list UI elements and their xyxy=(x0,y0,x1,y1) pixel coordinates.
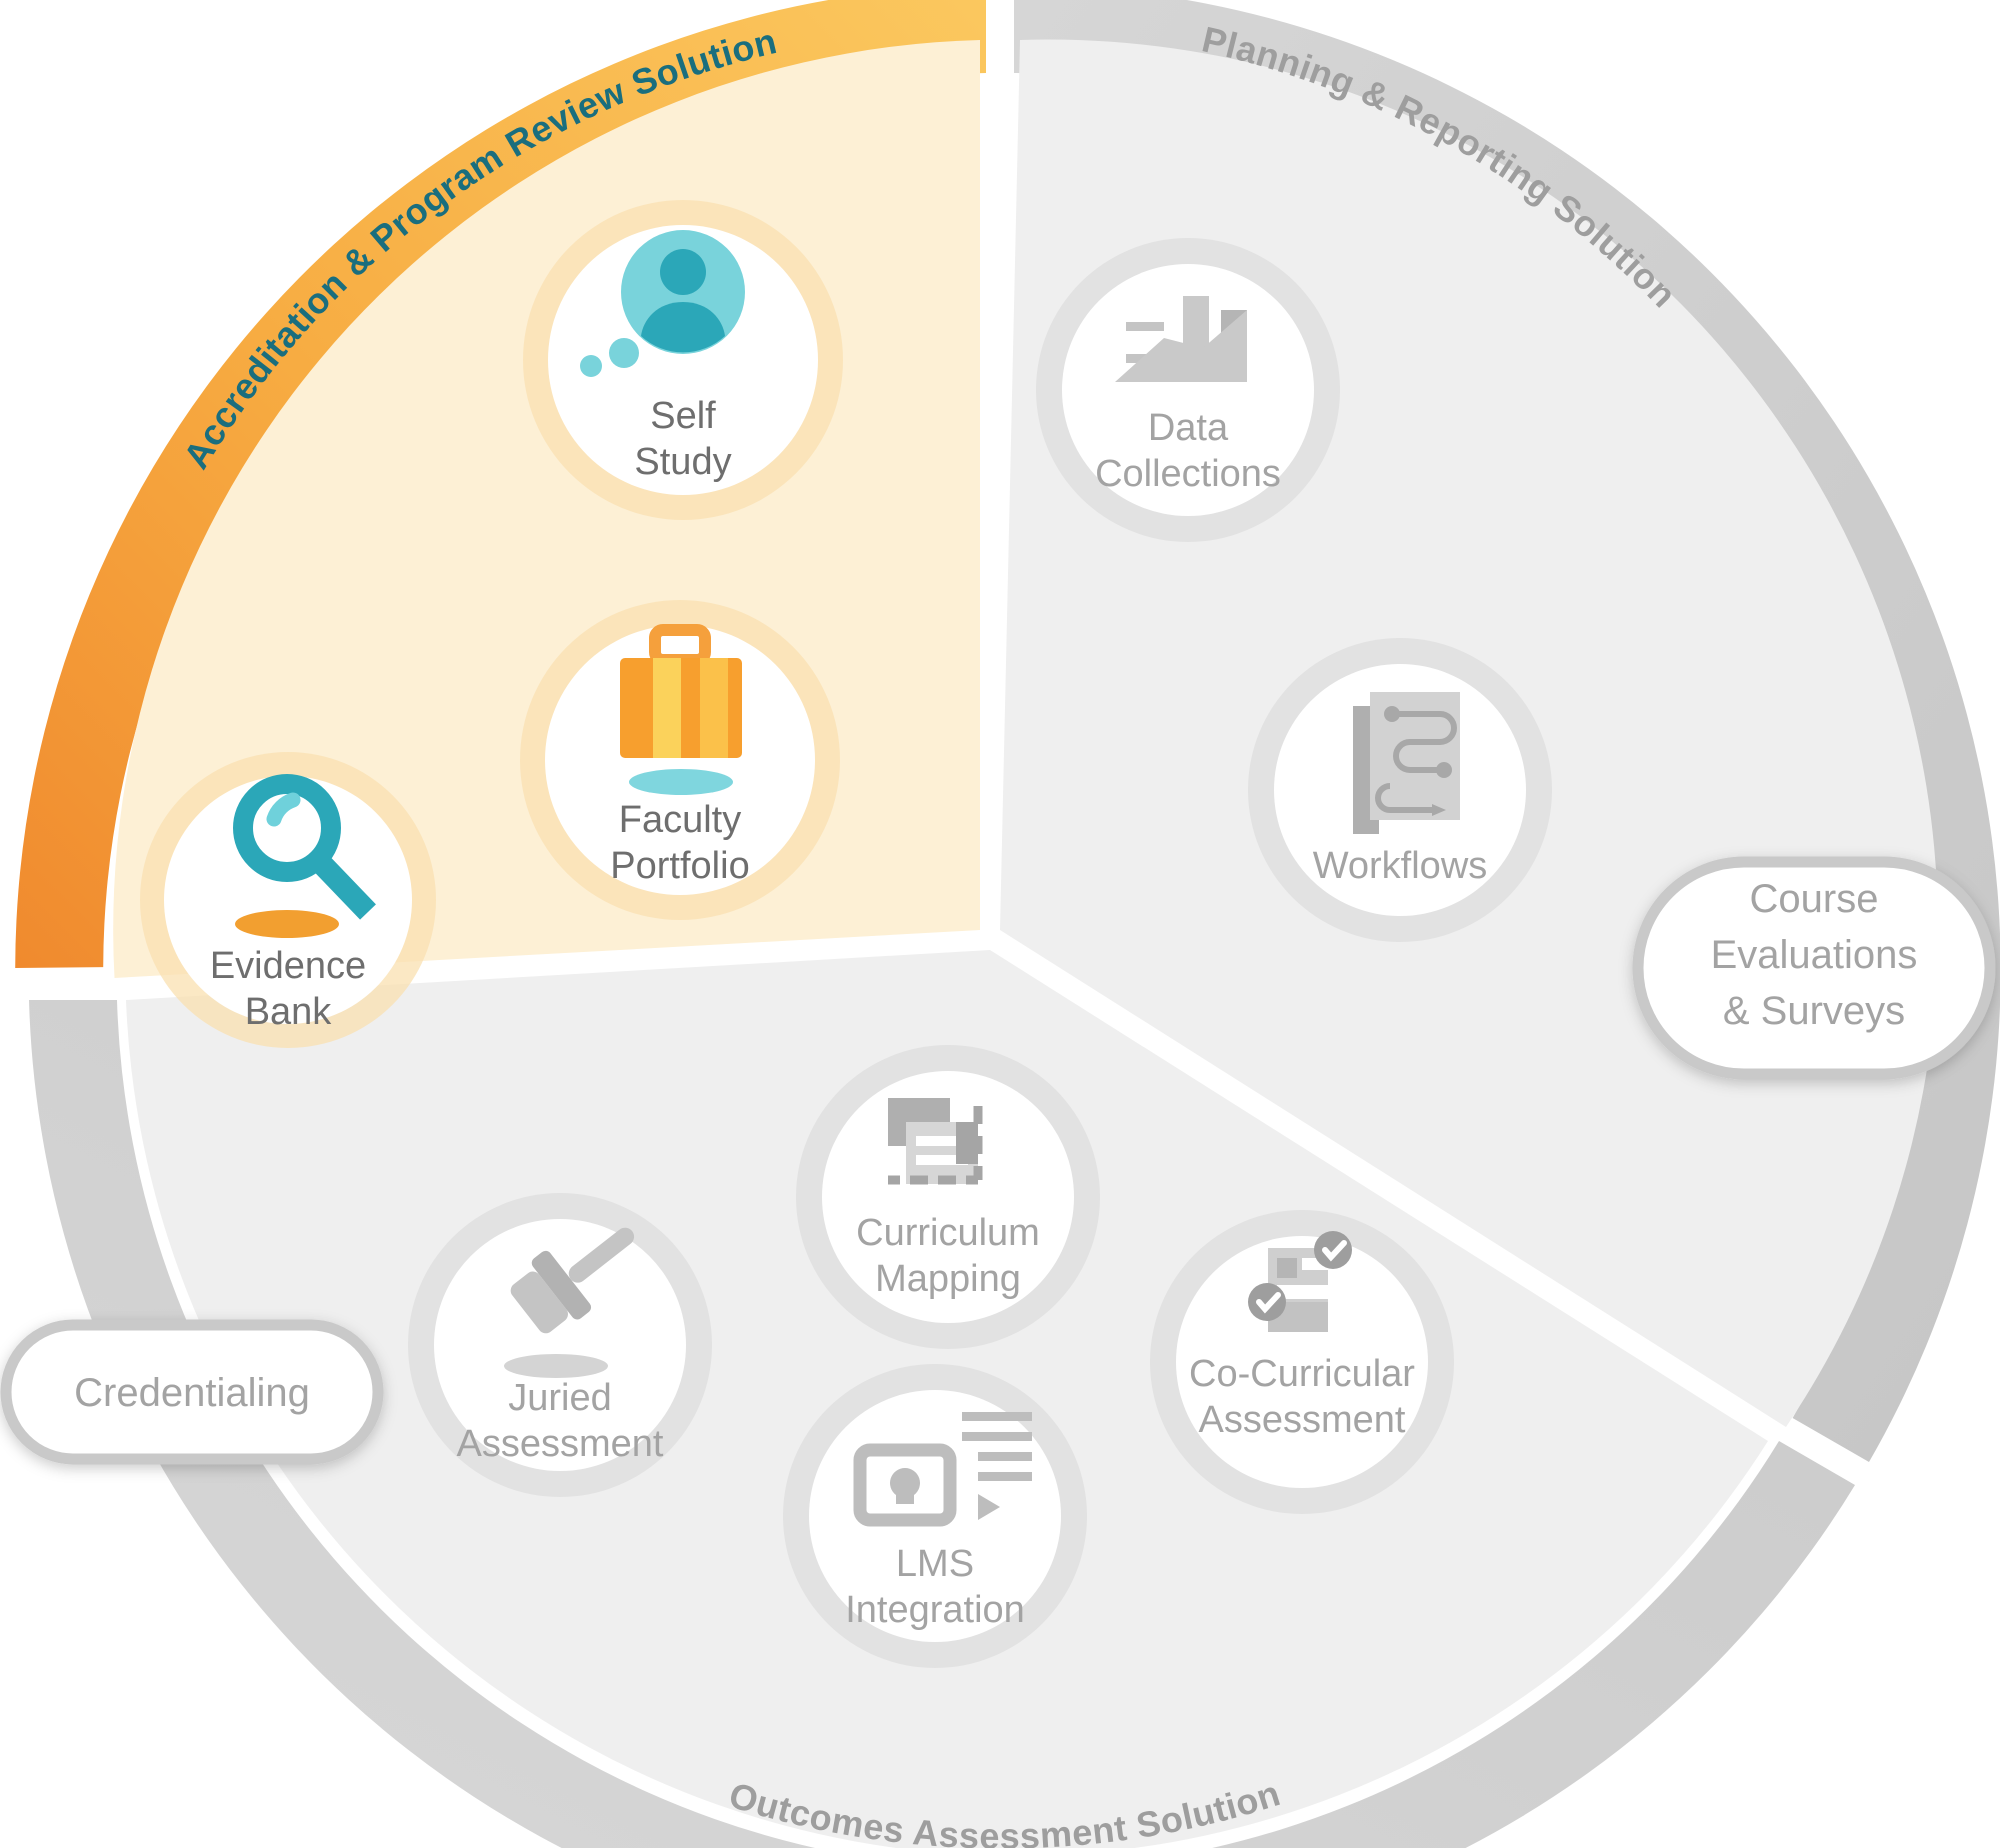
node-workflows[interactable]: Workflows xyxy=(1248,638,1552,942)
band-accreditation[interactable] xyxy=(15,0,986,968)
node-label-lms-line2: Integration xyxy=(845,1589,1025,1631)
pill-credentialing-label: Credentialing xyxy=(74,1371,310,1415)
node-lms-integration[interactable]: LMS Integration xyxy=(783,1364,1087,1668)
node-data-collections[interactable]: Data Collections xyxy=(1036,238,1340,542)
briefcase-icon xyxy=(620,624,742,795)
node-label-faculty-line2: Portfolio xyxy=(610,845,749,887)
pill-credentialing[interactable]: Credentialing xyxy=(0,1319,384,1465)
band-planning[interactable] xyxy=(1014,0,2000,1462)
node-evidence-bank[interactable]: Evidence Bank xyxy=(140,752,436,1048)
node-label-juried-line2: Assessment xyxy=(457,1423,664,1465)
pill-course-line2: Evaluations xyxy=(1711,933,1918,977)
pill-course-evaluations[interactable]: Course Evaluations & Surveys xyxy=(1632,856,1996,1080)
workflow-diagram-icon xyxy=(1353,692,1460,834)
magnifying-glass-icon xyxy=(233,774,376,938)
curriculum-map-icon xyxy=(888,1098,983,1185)
node-curriculum-mapping[interactable]: Curriculum Mapping xyxy=(796,1045,1100,1349)
node-label-curriculum-line2: Mapping xyxy=(875,1258,1021,1300)
node-label-faculty-line1: Faculty xyxy=(619,799,741,841)
node-label-juried-line1: Juried xyxy=(508,1377,612,1419)
node-label-lms-line1: LMS xyxy=(896,1543,974,1585)
node-faculty-portfolio[interactable]: Faculty Portfolio xyxy=(520,600,840,920)
lms-screen-icon xyxy=(853,1412,1032,1527)
node-self-study[interactable]: Self Study xyxy=(523,200,843,520)
node-label-evidence-line1: Evidence xyxy=(210,945,366,987)
node-label-cocur-line2: Assessment xyxy=(1199,1399,1406,1441)
checklist-document-icon xyxy=(1248,1231,1352,1332)
gavel-icon xyxy=(504,1227,635,1378)
node-label-self-study-line1: Self xyxy=(650,395,716,437)
node-label-data-line1: Data xyxy=(1148,407,1229,449)
node-label-evidence-line2: Bank xyxy=(245,991,333,1033)
node-co-curricular-assessment[interactable]: Co-Curricular Assessment xyxy=(1150,1210,1454,1514)
node-label-data-line2: Collections xyxy=(1095,453,1281,495)
node-juried-assessment[interactable]: Juried Assessment xyxy=(408,1193,712,1497)
bar-chart-icon xyxy=(1115,296,1247,382)
pill-course-line3: & Surveys xyxy=(1723,989,1905,1033)
node-label-curriculum-line1: Curriculum xyxy=(856,1212,1040,1254)
segment-bands xyxy=(15,0,2000,1848)
node-label-self-study-line2: Study xyxy=(634,441,731,483)
thought-bubble-person-icon xyxy=(580,230,745,377)
node-label-workflows: Workflows xyxy=(1313,845,1488,887)
pill-course-line1: Course xyxy=(1750,877,1879,921)
node-label-cocur-line1: Co-Curricular xyxy=(1189,1353,1415,1395)
